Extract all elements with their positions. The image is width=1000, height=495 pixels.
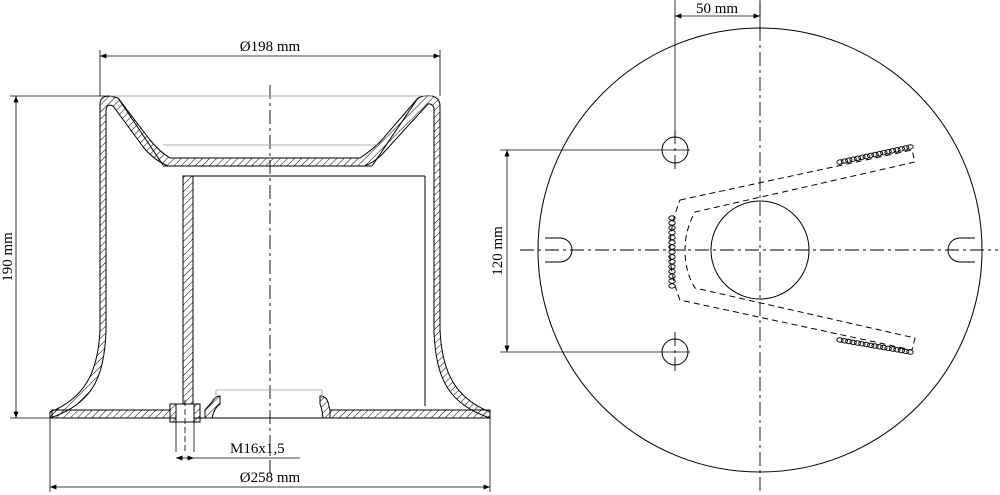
slot-right bbox=[947, 237, 975, 263]
coil-turn bbox=[880, 344, 888, 351]
coil-turn bbox=[884, 148, 892, 155]
coil-turn bbox=[893, 147, 901, 153]
coil-turn bbox=[862, 341, 870, 348]
base-collar-left bbox=[204, 395, 221, 419]
coil-turn bbox=[906, 349, 914, 355]
coil-turn bbox=[866, 152, 875, 159]
dish-line-left bbox=[117, 97, 164, 166]
plan-view: 50 mm 120 mm bbox=[490, 0, 998, 493]
coil-turn bbox=[668, 215, 676, 221]
coil-turn bbox=[897, 347, 905, 354]
base-plate-right bbox=[329, 409, 491, 419]
coil-turn bbox=[866, 342, 875, 348]
inner-tube-wall bbox=[182, 175, 194, 407]
coil-turn bbox=[845, 157, 853, 163]
coil-turn bbox=[871, 343, 879, 349]
coil-turn bbox=[901, 145, 910, 151]
label-base-diameter: Ø258 mm bbox=[240, 470, 301, 486]
coil-turn bbox=[668, 220, 676, 226]
coil-turn bbox=[888, 148, 897, 154]
coil-turn bbox=[858, 341, 866, 347]
coil-turn bbox=[880, 149, 888, 156]
coil-turn bbox=[901, 348, 910, 354]
coil-turn bbox=[845, 338, 853, 345]
coil-turn bbox=[888, 346, 897, 352]
coil-turn bbox=[871, 151, 879, 158]
coil-turn bbox=[853, 340, 862, 346]
coil-turn bbox=[849, 339, 857, 345]
coil-turn bbox=[906, 144, 914, 150]
coil-turn bbox=[668, 249, 676, 255]
coil-turn bbox=[853, 155, 862, 162]
coil-turn bbox=[840, 158, 849, 164]
coil-turn bbox=[862, 153, 870, 160]
coil-turn bbox=[836, 159, 844, 165]
label-thread: M16x1,5 bbox=[230, 441, 285, 457]
coil-turn bbox=[836, 337, 844, 343]
coil-turn bbox=[668, 268, 676, 275]
coil-turn bbox=[668, 239, 676, 245]
coil-turn bbox=[668, 283, 676, 289]
label-offset: 50 mm bbox=[696, 1, 738, 17]
coil-turn bbox=[668, 259, 676, 265]
base-plate-left bbox=[51, 409, 171, 419]
coil-top bbox=[836, 144, 914, 165]
coil-bottom bbox=[836, 337, 914, 355]
label-height: 190 mm bbox=[0, 232, 16, 282]
dish-line-right bbox=[371, 97, 419, 167]
slot-left bbox=[545, 237, 573, 263]
coil-turn bbox=[893, 347, 901, 353]
coil-turn bbox=[668, 263, 676, 270]
coil-turn bbox=[840, 338, 849, 344]
coil-turn bbox=[858, 154, 866, 161]
coil-turn bbox=[668, 229, 676, 236]
label-hole-spacing: 120 mm bbox=[490, 226, 506, 276]
coil-turn bbox=[884, 345, 892, 351]
label-top-diameter: Ø198 mm bbox=[240, 39, 301, 55]
coil-turn bbox=[897, 146, 905, 152]
coil-left bbox=[668, 215, 676, 289]
base-collar-right bbox=[319, 395, 331, 419]
coil-turn bbox=[668, 234, 676, 241]
coil-turn bbox=[849, 156, 857, 162]
coil-turn bbox=[668, 225, 676, 231]
coil-turn bbox=[668, 244, 676, 250]
coil-turn bbox=[668, 278, 676, 284]
heating-element-dashed bbox=[669, 149, 916, 351]
coil-turn bbox=[875, 344, 884, 350]
section-view: Ø198 mm 190 mm M16x1,5 Ø258 mm bbox=[0, 39, 491, 492]
coil-turn bbox=[875, 150, 884, 157]
outer-shell-wall bbox=[49, 95, 491, 419]
coil-turn bbox=[668, 273, 676, 279]
